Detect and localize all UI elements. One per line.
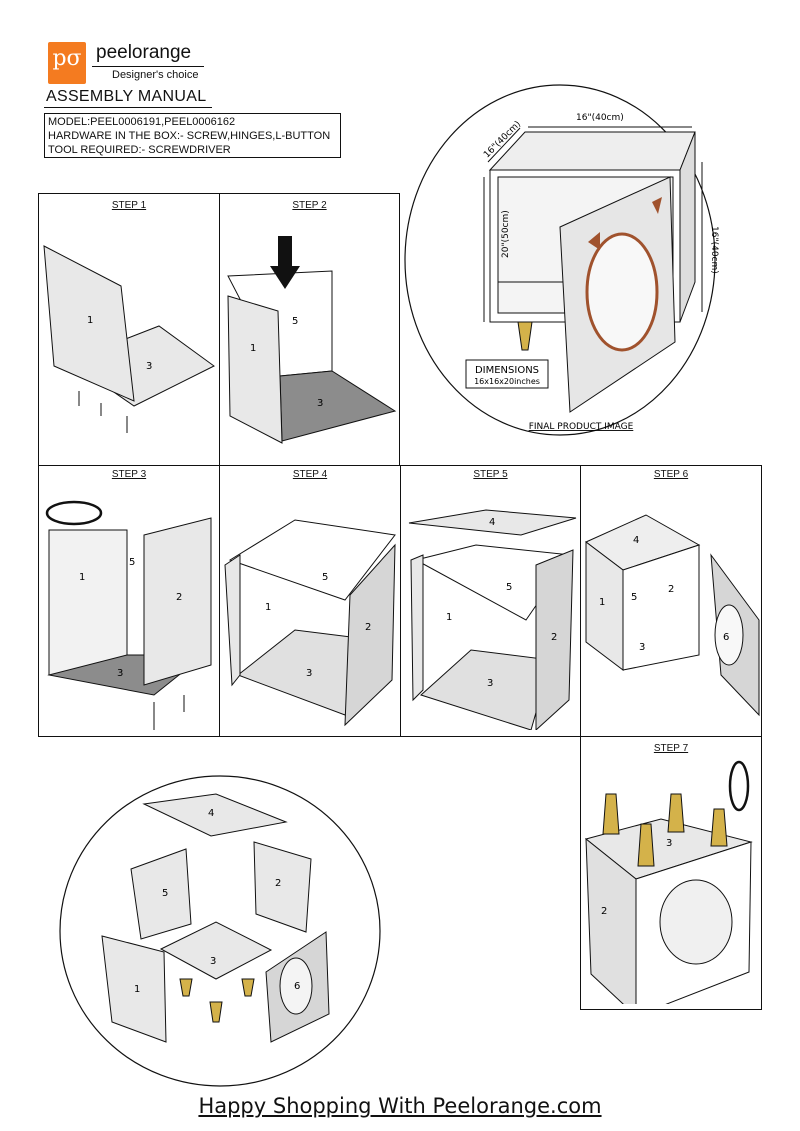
part-number-label: 5 — [631, 592, 637, 603]
step-4-illustration: 1 5 2 3 — [224, 519, 396, 727]
step-3-illustration: 1 5 2 3 — [45, 500, 212, 735]
step-6-illustration: 4 1 5 2 3 6 — [585, 514, 760, 717]
exploded-view-illustration: 4 5 2 3 1 6 — [59, 775, 381, 1087]
brand-name: peelorange — [96, 42, 192, 63]
final-product-illustration: 16"(40cm) 16"(40cm) 20"(50cm) 16"(40cm) … — [404, 84, 719, 436]
step-5-panel: STEP 5 4 1 5 2 3 — [400, 465, 581, 737]
step-3-panel: STEP 3 1 5 2 3 — [38, 465, 220, 737]
part-number-label: 5 — [129, 557, 135, 568]
side-dimension: 16"(40cm) — [709, 226, 719, 274]
page-title: ASSEMBLY MANUAL — [46, 88, 207, 105]
tool-text: TOOL REQUIRED:- SCREWDRIVER — [48, 144, 231, 156]
step-1-illustration: 1 3 — [43, 245, 215, 433]
part-number-label: 3 — [487, 678, 493, 689]
step-7-illustration: 3 2 — [584, 760, 753, 1018]
part-number-label: 2 — [551, 632, 557, 643]
step-4-panel: STEP 4 1 5 2 3 — [219, 465, 401, 737]
part-number-label: 2 — [668, 584, 674, 595]
part-number-label: 3 — [306, 668, 312, 679]
hardware-text: HARDWARE IN THE BOX:- SCREW,HINGES,L-BUT… — [48, 130, 331, 142]
title-underline — [44, 107, 212, 108]
part-number-label: 1 — [599, 597, 605, 608]
part-number-label: 5 — [322, 572, 328, 583]
part-number-label: 1 — [79, 572, 85, 583]
part-number-label: 4 — [208, 808, 214, 819]
part-number-label: 1 — [87, 315, 93, 326]
part-number-label: 3 — [639, 642, 645, 653]
dimensions-title: DIMENSIONS — [475, 365, 539, 376]
height-dimension: 20"(50cm) — [501, 210, 511, 258]
part-number-label: 1 — [265, 602, 271, 613]
part-number-label: 2 — [176, 592, 182, 603]
step-5-illustration: 4 1 5 2 3 — [408, 509, 577, 732]
part-number-label: 1 — [446, 612, 452, 623]
logo-glyph: pσ — [52, 46, 82, 71]
step-2-panel: STEP 2 5 1 3 — [219, 193, 400, 466]
step-4-label: STEP 4 — [292, 469, 328, 480]
part-number-label: 3 — [146, 361, 152, 372]
footer-slogan: Happy Shopping With Peelorange.com — [198, 1094, 602, 1118]
part-number-label: 3 — [317, 398, 323, 409]
part-number-label: 6 — [294, 981, 300, 992]
part-number-label: 5 — [292, 316, 298, 327]
step-1-panel: STEP 1 1 3 — [38, 193, 220, 466]
part-number-label: 1 — [250, 343, 256, 354]
model-text: MODEL:PEEL0006191,PEEL0006162 — [48, 116, 236, 128]
part-number-label: 2 — [275, 878, 281, 889]
part-number-label: 5 — [162, 888, 168, 899]
part-number-label: 3 — [117, 668, 123, 679]
part-number-label: 3 — [666, 838, 672, 849]
part-number-label: 6 — [723, 632, 729, 643]
part-number-label: 4 — [633, 535, 639, 546]
part-number-label: 4 — [489, 517, 495, 528]
step-1-label: STEP 1 — [111, 200, 147, 211]
part-number-label: 5 — [506, 582, 512, 593]
part-number-label: 2 — [601, 906, 607, 917]
step-2-illustration: 5 1 3 — [227, 236, 397, 444]
final-caption: FINAL PRODUCT IMAGE — [529, 422, 634, 432]
width-dimension: 16"(40cm) — [576, 113, 624, 123]
info-box: MODEL:PEEL0006191,PEEL0006162 HARDWARE I… — [44, 113, 341, 158]
step-6-panel: STEP 6 4 1 5 2 3 6 — [580, 465, 762, 737]
step-2-label: STEP 2 — [292, 200, 327, 211]
step-5-label: STEP 5 — [473, 469, 508, 480]
brand-divider — [92, 66, 204, 67]
dimensions-value: 16x16x20inches — [474, 377, 540, 386]
part-number-label: 3 — [210, 956, 216, 967]
step-6-label: STEP 6 — [653, 469, 689, 480]
step-7-panel: STEP 7 3 2 — [580, 736, 762, 1018]
step-3-label: STEP 3 — [111, 469, 147, 480]
brand-tagline: Designer's choice — [112, 69, 199, 81]
step-7-label: STEP 7 — [653, 743, 689, 754]
brand-logo — [48, 42, 86, 84]
part-number-label: 1 — [134, 984, 140, 995]
part-number-label: 2 — [365, 622, 371, 633]
